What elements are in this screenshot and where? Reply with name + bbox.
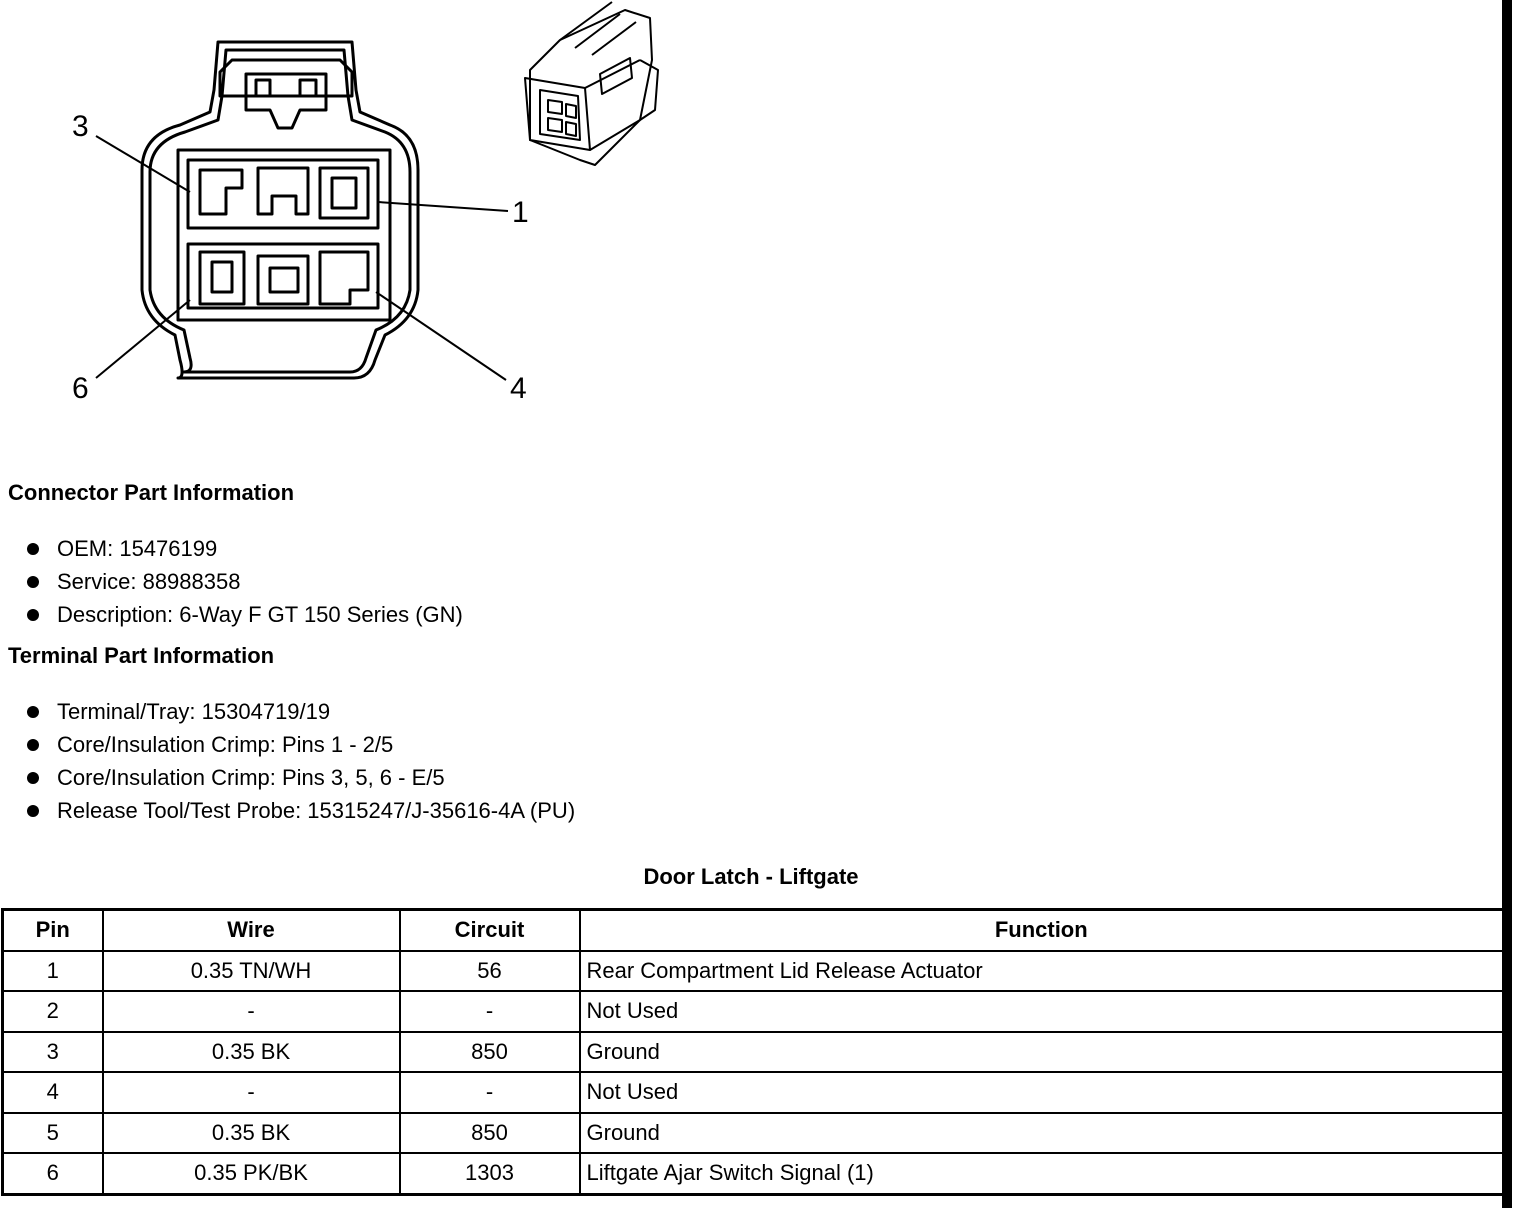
column-header-wire: Wire [101, 908, 401, 952]
list-item: Service: 88988358 [24, 565, 463, 598]
cell-wire: - [101, 990, 401, 1033]
cell-pin: 6 [1, 1152, 104, 1195]
pinout-table: Pin Wire Circuit Function 1 0.35 TN/WH 5… [1, 908, 1505, 1196]
list-item: Core/Insulation Crimp: Pins 1 - 2/5 [24, 728, 575, 761]
bullet-icon [27, 706, 39, 718]
column-header-pin: Pin [1, 908, 104, 952]
list-item: OEM: 15476199 [24, 532, 463, 565]
list-item: Release Tool/Test Probe: 15315247/J-3561… [24, 794, 575, 827]
list-item: Description: 6-Way F GT 150 Series (GN) [24, 598, 463, 631]
cell-function: Ground [578, 1030, 1505, 1073]
bullet-icon [27, 739, 39, 751]
cell-pin: 3 [1, 1030, 104, 1073]
list-item-text: Terminal/Tray: 15304719/19 [57, 699, 331, 724]
cell-circuit: 850 [398, 1111, 581, 1154]
list-item-text: Release Tool/Test Probe: 15315247/J-3561… [57, 798, 576, 823]
column-header-circuit: Circuit [398, 908, 581, 952]
cell-wire: - [101, 1071, 401, 1114]
cell-circuit: 1303 [398, 1152, 581, 1195]
table-header-row: Pin Wire Circuit Function [1, 908, 1505, 952]
bullet-icon [27, 576, 39, 588]
table-row: 1 0.35 TN/WH 56 Rear Compartment Lid Rel… [1, 949, 1505, 992]
list-item-text: Core/Insulation Crimp: Pins 1 - 2/5 [57, 732, 394, 757]
cell-function: Liftgate Ajar Switch Signal (1) [578, 1152, 1505, 1195]
bullet-icon [27, 609, 39, 621]
table-title: Door Latch - Liftgate [643, 864, 859, 889]
cell-wire: 0.35 TN/WH [101, 949, 401, 992]
list-item-text: Core/Insulation Crimp: Pins 3, 5, 6 - E/… [57, 765, 445, 790]
cell-pin: 5 [1, 1111, 104, 1154]
cell-function: Rear Compartment Lid Release Actuator [578, 949, 1505, 992]
cell-pin: 1 [1, 949, 104, 992]
table-row: 2 - - Not Used [1, 990, 1505, 1033]
list-item-text: OEM: 15476199 [57, 536, 218, 561]
list-item: Terminal/Tray: 15304719/19 [24, 695, 575, 728]
bullet-icon [27, 805, 39, 817]
table-row: 6 0.35 PK/BK 1303 Liftgate Ajar Switch S… [1, 1152, 1505, 1195]
cell-function: Not Used [578, 990, 1505, 1033]
cell-pin: 4 [1, 1071, 104, 1114]
cell-wire: 0.35 BK [101, 1111, 401, 1154]
cell-wire: 0.35 BK [101, 1030, 401, 1073]
cell-pin: 2 [1, 990, 104, 1033]
cell-circuit: 850 [398, 1030, 581, 1073]
connector-info-heading: Connector Part Information [8, 480, 295, 505]
cell-circuit: - [398, 990, 581, 1033]
callout-pin-3: 3 [72, 110, 89, 143]
cell-function: Ground [578, 1111, 1505, 1154]
connector-face-diagram [95, 40, 509, 381]
column-header-function: Function [578, 908, 1505, 952]
connector-info-list: OEM: 15476199 Service: 88988358 Descript… [24, 532, 463, 631]
list-item: Core/Insulation Crimp: Pins 3, 5, 6 - E/… [24, 761, 575, 794]
terminal-info-list: Terminal/Tray: 15304719/19 Core/Insulati… [24, 695, 575, 827]
cell-circuit: 56 [398, 949, 581, 992]
cell-function: Not Used [578, 1071, 1505, 1114]
cell-circuit: - [398, 1071, 581, 1114]
callout-pin-6: 6 [72, 372, 89, 405]
bullet-icon [27, 772, 39, 784]
page-right-border [1502, 0, 1512, 1208]
bullet-icon [27, 543, 39, 555]
table-row: 4 - - Not Used [1, 1071, 1505, 1114]
callout-pin-4: 4 [510, 372, 527, 405]
table-row: 5 0.35 BK 850 Ground [1, 1111, 1505, 1154]
terminal-info-heading: Terminal Part Information [8, 643, 275, 668]
list-item-text: Service: 88988358 [57, 569, 241, 594]
cell-wire: 0.35 PK/BK [101, 1152, 401, 1195]
callout-pin-1: 1 [512, 196, 529, 229]
table-row: 3 0.35 BK 850 Ground [1, 1030, 1505, 1073]
connector-3d-illustration [524, 1, 659, 166]
list-item-text: Description: 6-Way F GT 150 Series (GN) [57, 602, 463, 627]
